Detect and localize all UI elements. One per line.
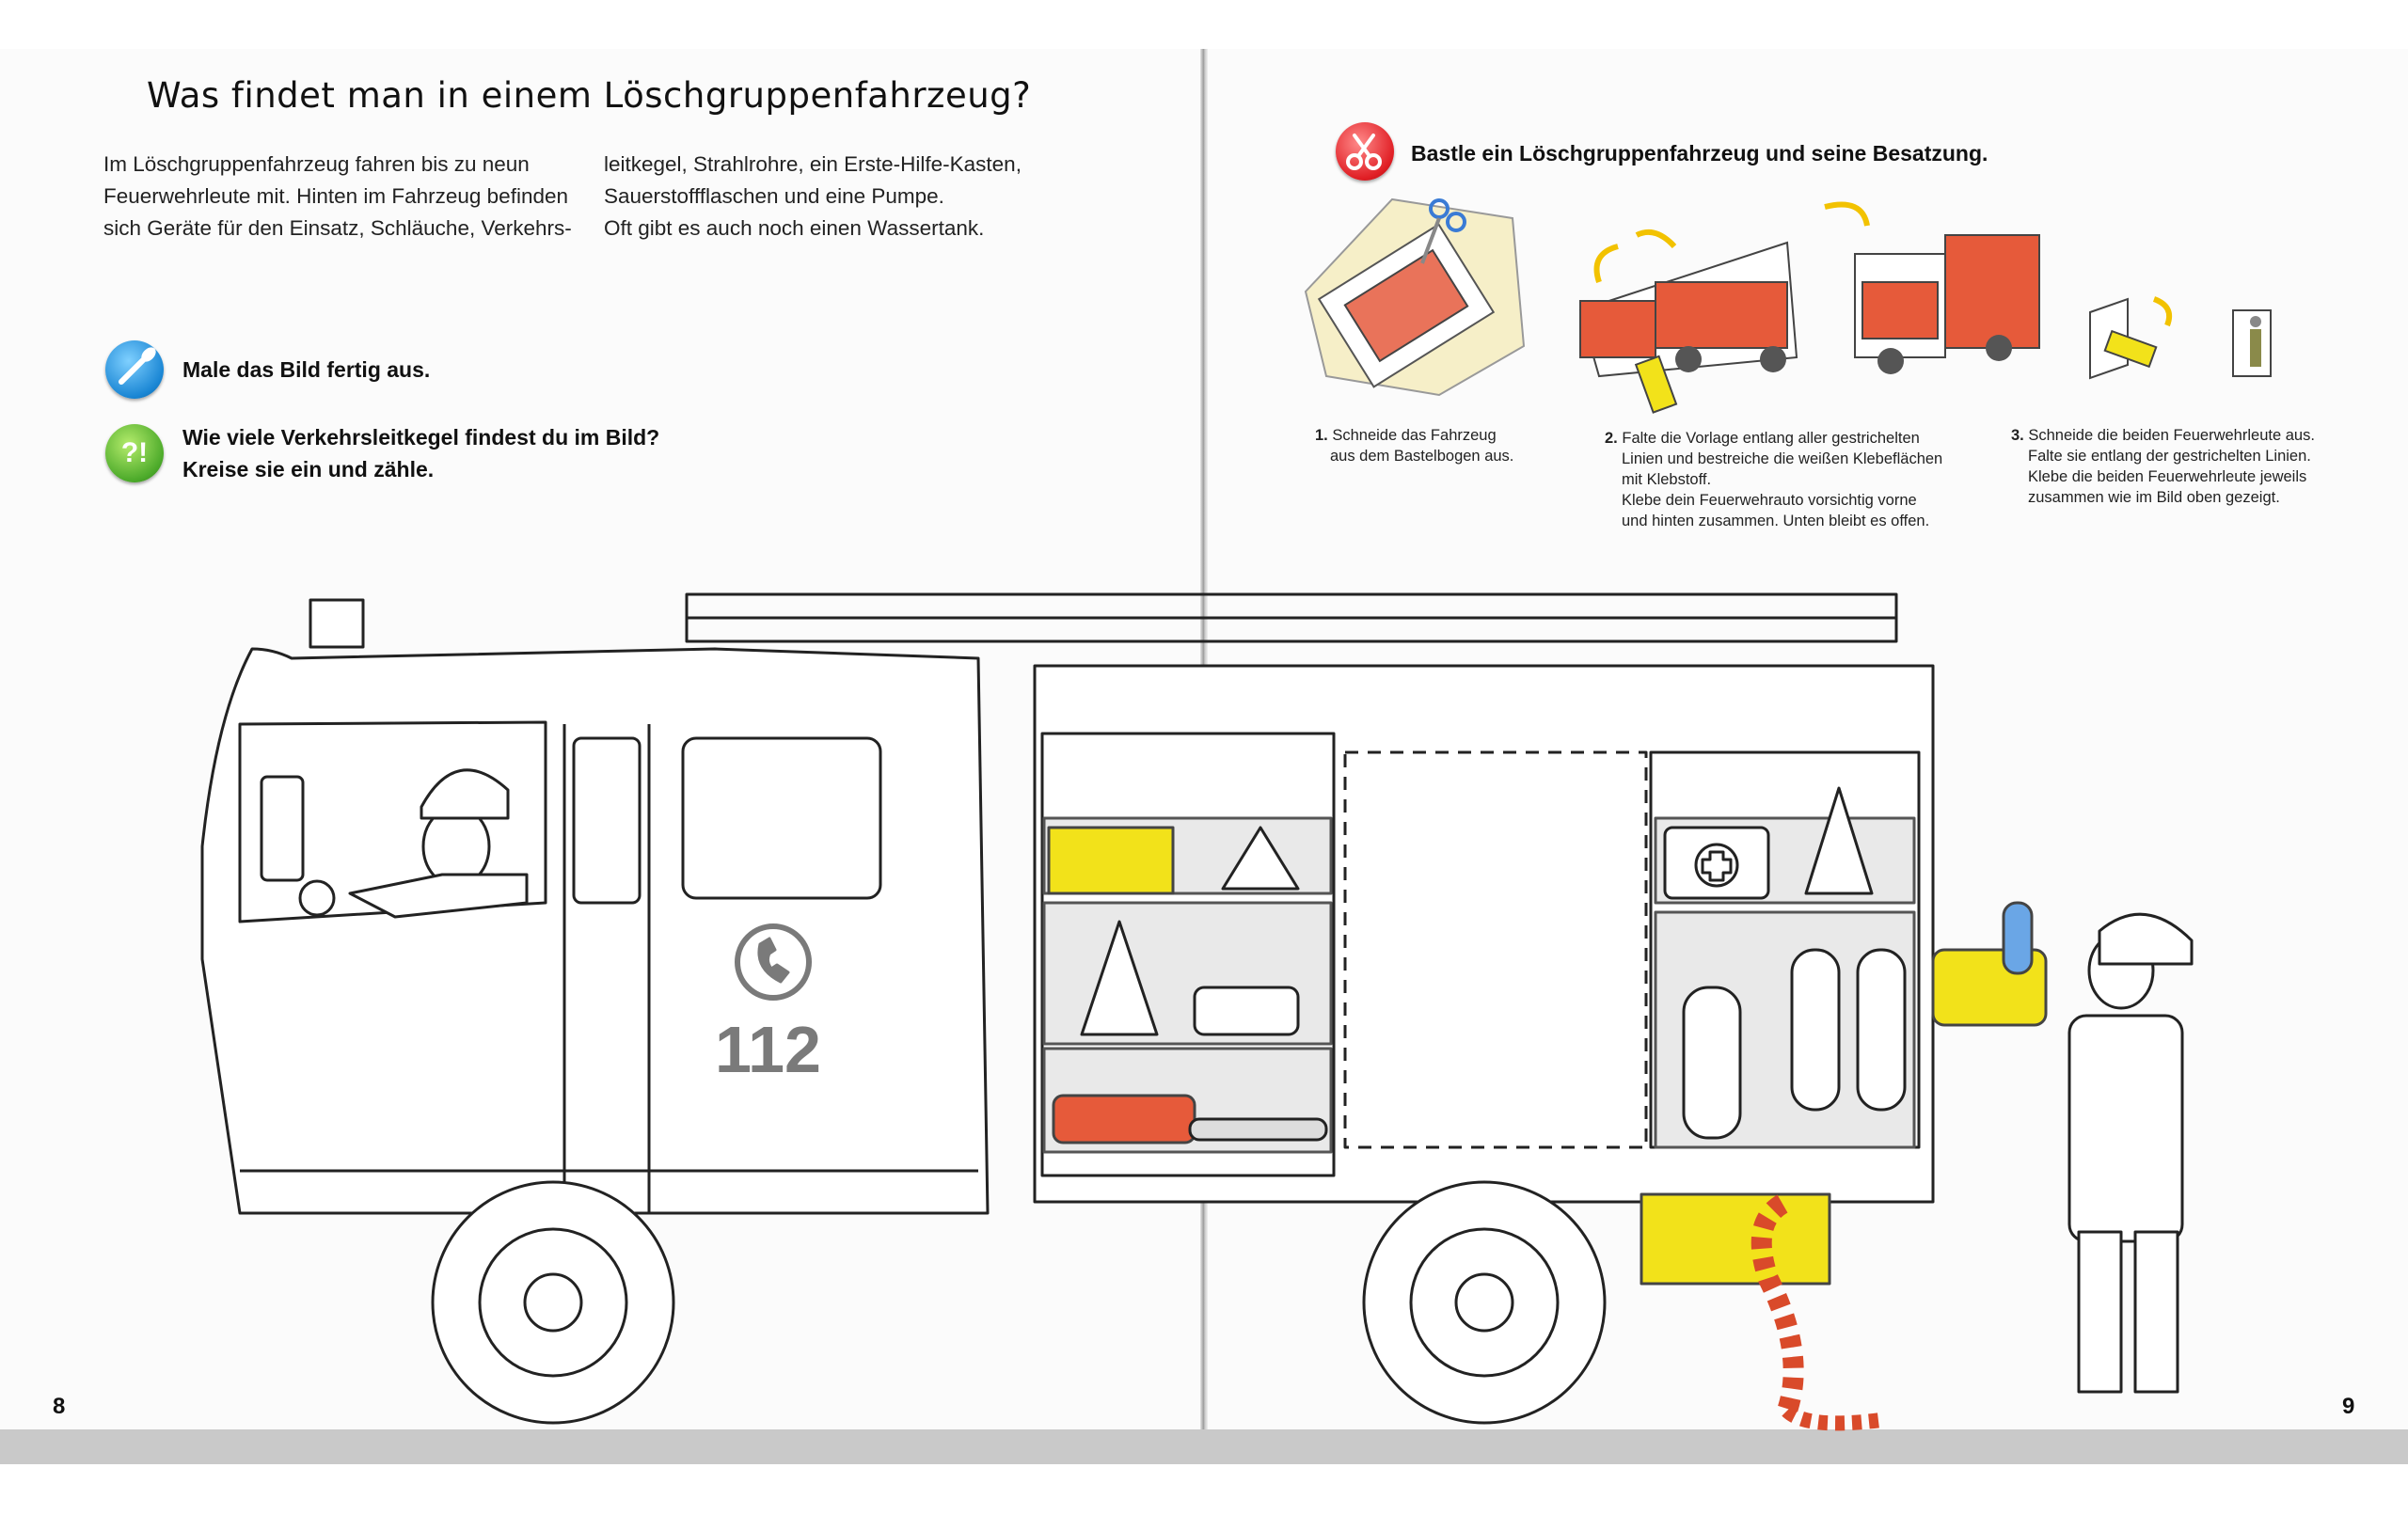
intro-text-col2: leitkegel, Strahlrohre, ein Erste-Hilfe-… (604, 149, 1022, 245)
craft-title: Bastle ein Löschgruppenfahrzeug und sein… (1411, 141, 1988, 166)
intro-line: sich Geräte für den Einsatz, Schläuche, … (103, 216, 572, 240)
step-line: und hinten zusammen. Unten bleibt es off… (1622, 513, 1930, 529)
intro-line: Oft gibt es auch noch einen Wassertank. (604, 216, 985, 240)
oxygen-tank (1790, 948, 1841, 1112)
craft-header (1336, 122, 1394, 181)
step-number: 1. (1315, 427, 1328, 444)
step-line: zusammen wie im Bild oben gezeigt. (2028, 489, 2280, 506)
task-counting-line1: Wie viele Verkehrsleitkegel findest du i… (182, 425, 660, 450)
task-counting-line2: Kreise sie ein und zähle. (182, 457, 435, 481)
equipment-box-yellow (1640, 1192, 1831, 1286)
step-line: Klebe dein Feuerwehrauto vorsichtig vorn… (1622, 492, 1917, 509)
step-line: Falte sie entlang der gestrichelten Lini… (2028, 448, 2311, 465)
intro-line: Feuerwehrleute mit. Hinten im Fahrzeug b… (103, 184, 569, 208)
step-number: 2. (1605, 430, 1618, 447)
intro-line: Im Löschgruppenfahrzeug fahren bis zu ne… (103, 152, 530, 176)
intro-text-col1: Im Löschgruppenfahrzeug fahren bis zu ne… (103, 149, 572, 245)
fire-extinguisher (1682, 986, 1742, 1140)
intro-line: leitkegel, Strahlrohre, ein Erste-Hilfe-… (604, 152, 1022, 176)
task-counting: ?! Wie viele Verkehrsleitkegel findest d… (105, 421, 659, 485)
rear-wheel (1362, 1180, 1607, 1425)
traffic-cone (1804, 786, 1874, 895)
step-number: 3. (2011, 427, 2024, 444)
oxygen-bottle (2002, 901, 2034, 975)
step-line: Linien und bestreiche die weißen Klebefl… (1622, 450, 1943, 467)
page-title: Was findet man in einem Löschgruppenfahr… (147, 75, 1032, 116)
folding-truck-illustration (1578, 201, 1870, 414)
phone-icon (735, 923, 812, 1001)
step-line: mit Klebstoff. (1622, 471, 1712, 488)
front-wheel (431, 1180, 675, 1425)
ground-strip (0, 1429, 2408, 1464)
cab-rear-window (681, 736, 882, 900)
paintbrush-icon (105, 340, 164, 399)
chainsaw (1052, 1094, 1196, 1144)
folding-figure-illustration (2089, 296, 2272, 380)
step-line: Schneide das Fahrzeug (1332, 427, 1497, 444)
hose-rolls-yellow (1047, 826, 1175, 895)
cutout-sheet-illustration (1304, 197, 1526, 397)
step-line: aus dem Bastelbogen aus. (1330, 448, 1514, 465)
craft-step-1: 1. Schneide das Fahrzeug aus dem Bastelb… (1315, 425, 1513, 466)
craft-step-3: 3. Schneide die beiden Feuerwehrleute au… (2011, 425, 2315, 508)
craft-step-2: 2. Falte die Vorlage entlang aller gestr… (1605, 428, 1942, 531)
badge-symbol: ?! (120, 437, 149, 468)
truck-number: 112 (715, 1013, 821, 1086)
task-coloring-text: Male das Bild fertig aus. (182, 357, 431, 382)
page-number-left: 8 (53, 1394, 66, 1419)
step-line: Klebe die beiden Feuerwehrleute jeweils (2028, 468, 2307, 485)
oxygen-tank (1856, 948, 1907, 1112)
pump-device (1193, 986, 1300, 1036)
finished-truck-illustration (1854, 234, 2040, 374)
intro-line: Sauerstoffflaschen und eine Pumpe. (604, 184, 944, 208)
firefighter-standing (1931, 901, 2194, 1394)
step-line: Falte die Vorlage entlang aller gestrich… (1622, 430, 1920, 447)
side-mirror (260, 775, 305, 882)
traffic-cone (1080, 920, 1159, 1036)
firefighter-driver (298, 768, 529, 919)
step-line: Schneide die beiden Feuerwehrleute aus. (2028, 427, 2315, 444)
page-number-right: 9 (2342, 1394, 2355, 1419)
fire-hose (1751, 1194, 1804, 1414)
task-coloring: Male das Bild fertig aus. (105, 340, 430, 399)
scissors-icon (1336, 122, 1394, 181)
question-exclamation-icon: ?! (105, 424, 164, 482)
traffic-cone (1221, 826, 1300, 891)
